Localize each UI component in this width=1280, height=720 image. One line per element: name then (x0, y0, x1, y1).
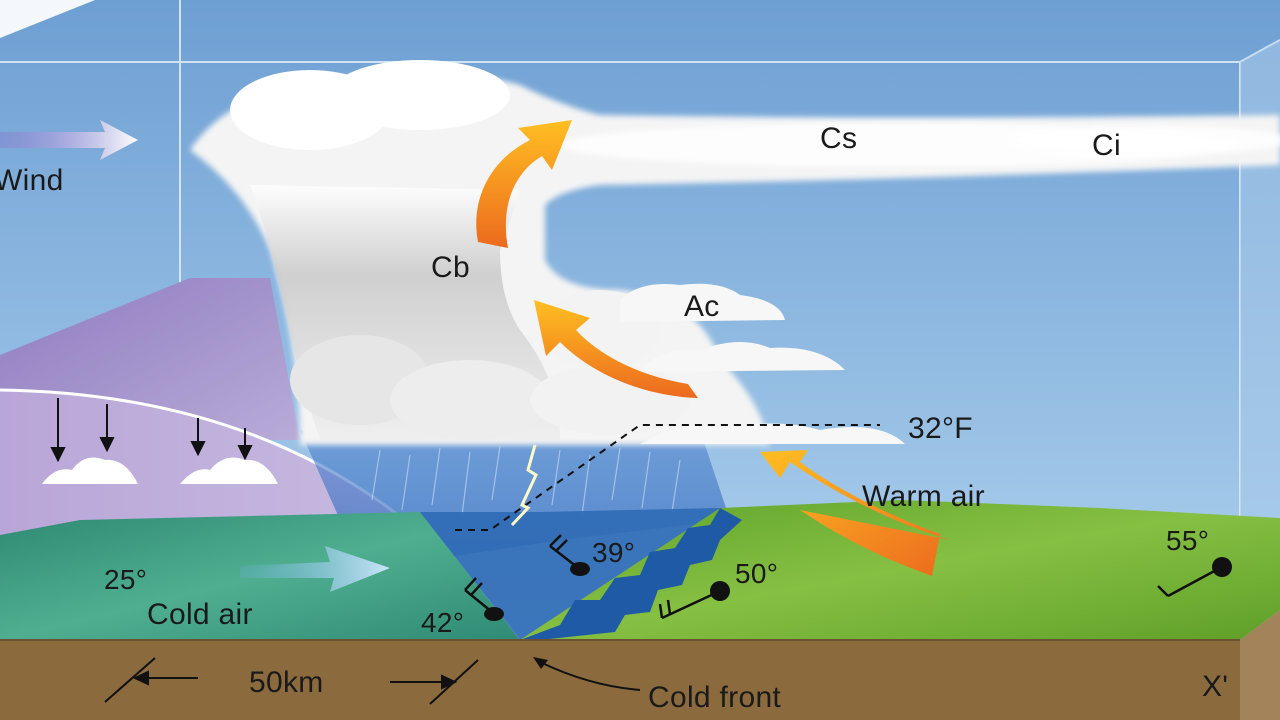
rain-streaks (371, 445, 681, 516)
rising-air-arrow-top-icon (476, 120, 572, 248)
station-39-label: 39° (592, 537, 636, 568)
altocumulus-clouds (620, 283, 905, 444)
station-42-label: 42° (421, 607, 465, 638)
freezing-line-label: 32°F (908, 412, 973, 445)
cold-air-small-clouds (42, 457, 278, 484)
distance-label: 50km (249, 666, 324, 699)
station-55-icon (1157, 557, 1232, 598)
soil-side (1240, 610, 1280, 720)
ci-label: Ci (1092, 129, 1121, 162)
cold-front-pointer (539, 661, 641, 691)
distance-markers (104, 657, 479, 705)
station-42-icon (464, 577, 504, 621)
lightning-icon (510, 444, 538, 527)
ac-label: Ac (684, 290, 720, 323)
warm-air-label: Warm air (862, 480, 985, 513)
station-25-label: 25° (104, 564, 148, 595)
rising-air-arrow-mid-icon (534, 300, 698, 398)
cold-front-pointer-head (533, 657, 548, 669)
cold-air-label: Cold air (147, 598, 253, 631)
cirrus-streaks (560, 123, 1280, 167)
soil (0, 640, 1240, 720)
warm-air-arrow-icon (760, 450, 950, 576)
cb-label: Cb (431, 251, 470, 284)
cold-air-arrow-icon (240, 546, 390, 592)
cross-section-end-label: X' (1202, 670, 1229, 703)
sinking-air-arrows (50, 398, 253, 463)
station-39-icon (549, 534, 590, 576)
station-55-label: 55° (1166, 525, 1210, 556)
wind-arrow-icon (0, 120, 138, 160)
cold-front-label: Cold front (648, 681, 782, 714)
station-50-icon (658, 581, 730, 620)
cs-label: Cs (820, 122, 858, 155)
station-50-label: 50° (735, 558, 779, 589)
wind-label: Wind (0, 164, 64, 197)
freezing-line (455, 424, 880, 531)
box-corner (0, 0, 95, 38)
cold-front-line (520, 508, 742, 640)
